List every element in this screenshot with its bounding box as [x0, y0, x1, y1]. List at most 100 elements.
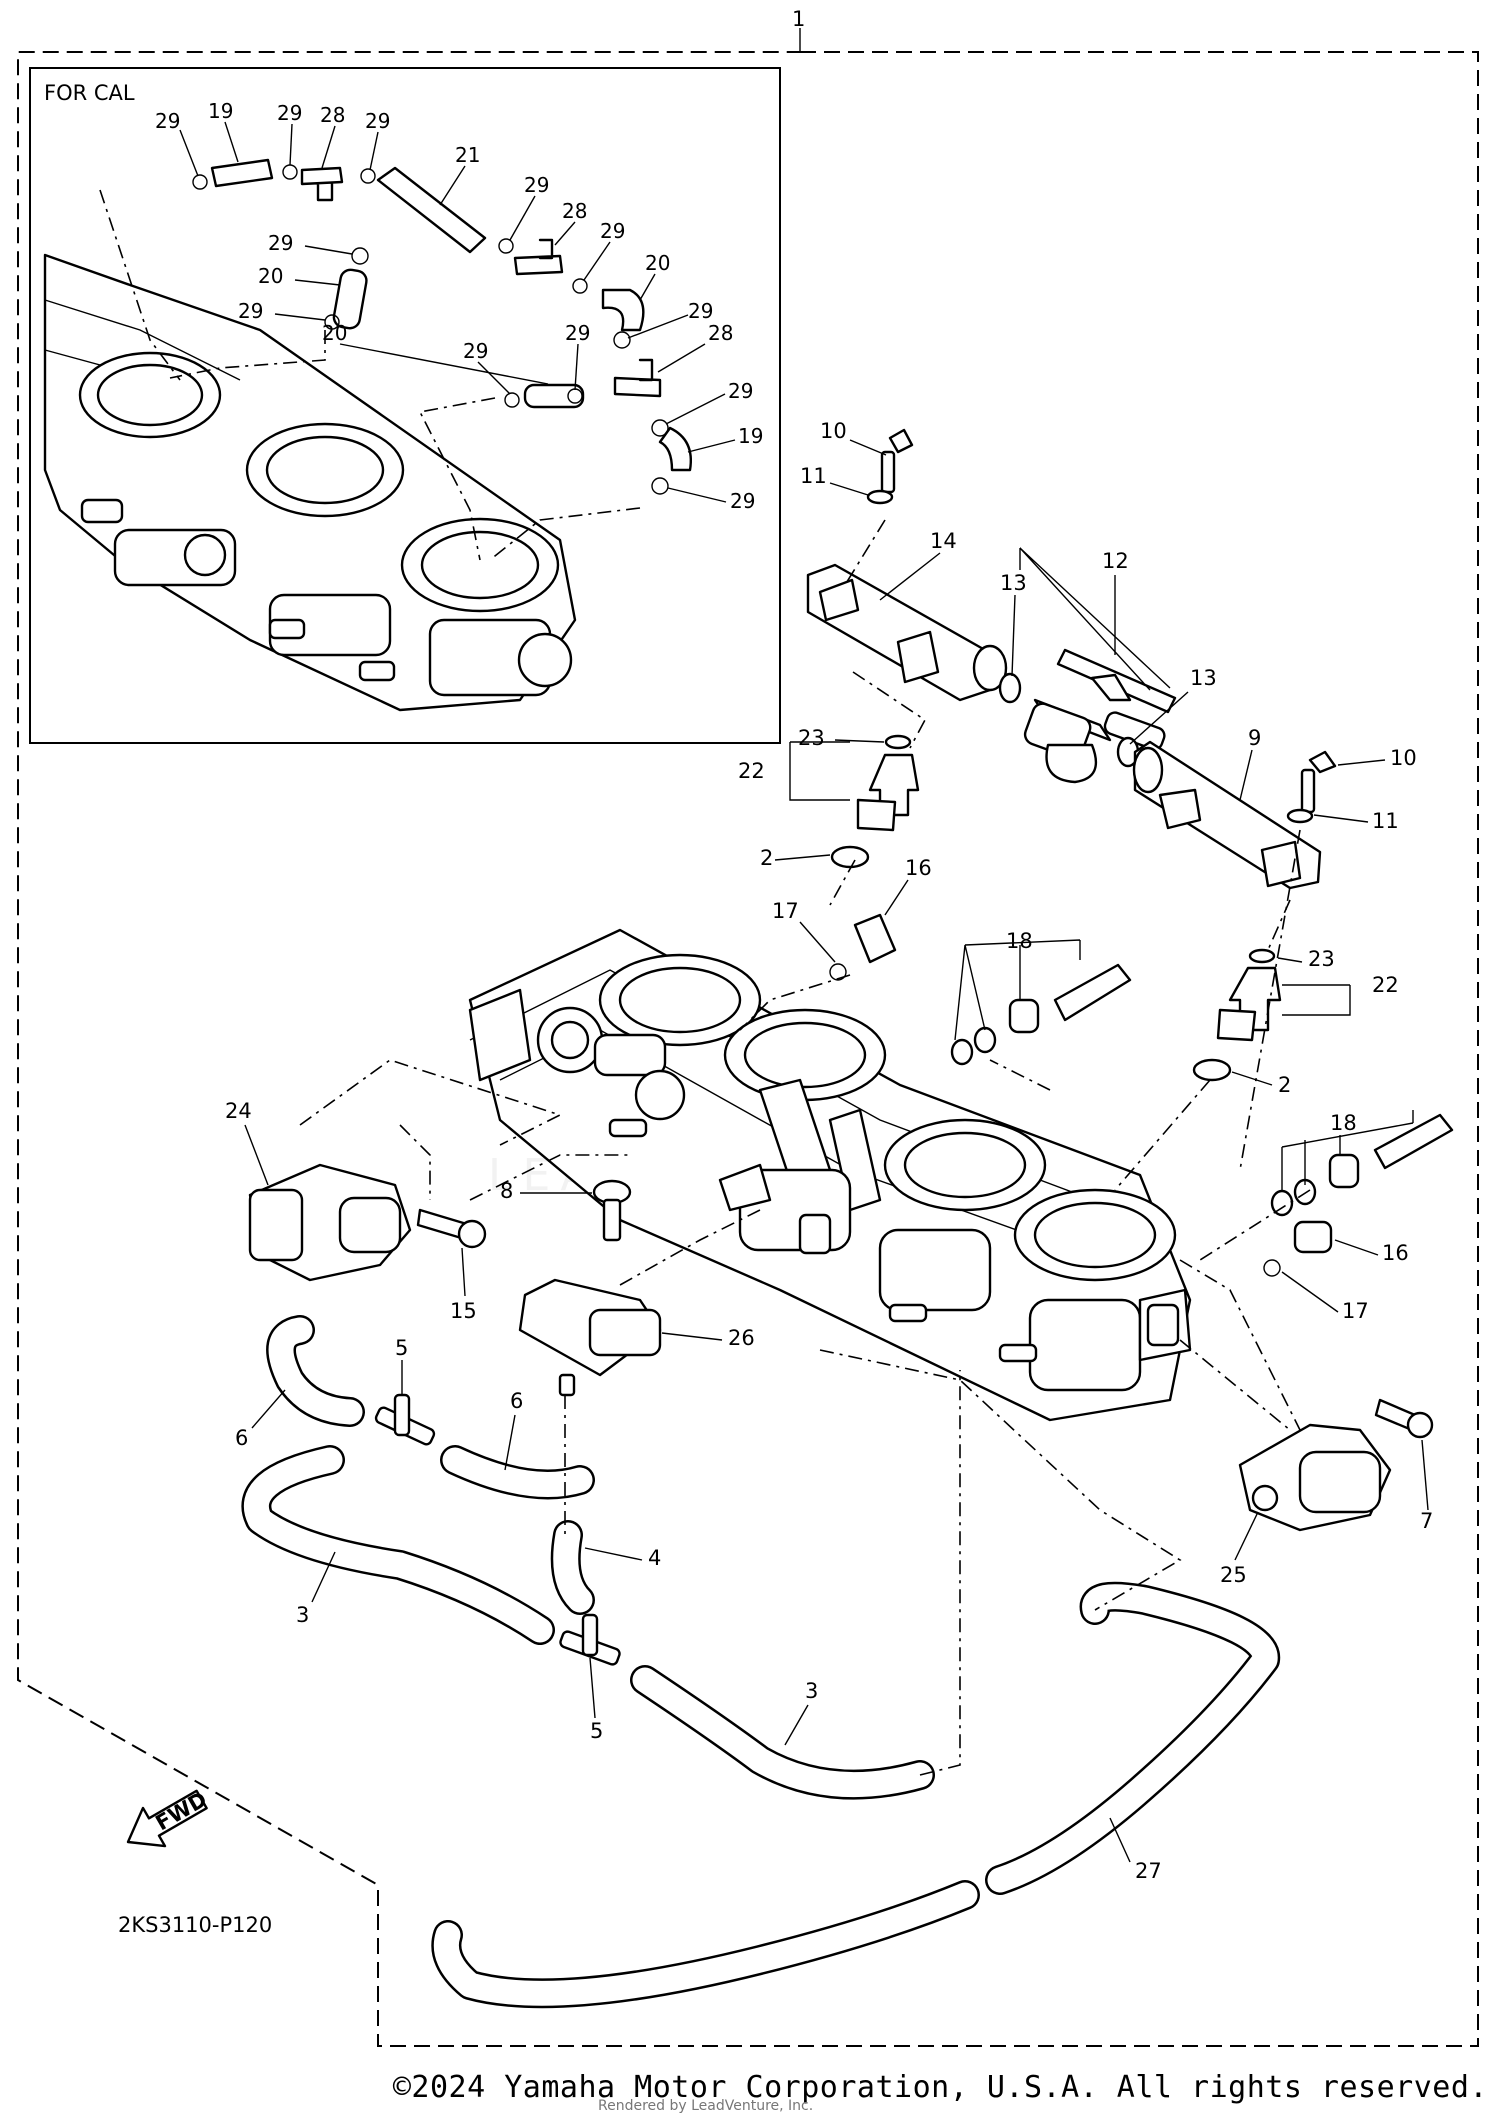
- joint-28-top: [300, 166, 344, 202]
- callout-17: 17: [772, 899, 799, 923]
- callout-29: 29: [277, 101, 302, 125]
- callout-18: 18: [1330, 1111, 1357, 1135]
- callout-13: 13: [1190, 666, 1217, 690]
- hose-21: [376, 166, 487, 254]
- fitting-16-17-18-lower: [1263, 1113, 1454, 1277]
- hose-20-upper: [601, 288, 645, 332]
- callout-13: 13: [1000, 571, 1027, 595]
- callout-20: 20: [322, 321, 347, 345]
- fitting-16-17-18-upper: [829, 913, 1132, 1066]
- callout-28: 28: [562, 199, 587, 223]
- washer-11-left: [866, 489, 894, 505]
- callout-27: 27: [1135, 1859, 1162, 1883]
- callout-20: 20: [645, 251, 670, 275]
- bolt-10-right: [1286, 750, 1337, 824]
- pressure-sensor-26: [518, 1278, 662, 1397]
- callout-21: 21: [455, 143, 480, 167]
- callout-9: 9: [1248, 726, 1261, 750]
- main-throttle-body: [468, 928, 1192, 1422]
- callout-20: 20: [258, 264, 283, 288]
- callout-29: 29: [600, 219, 625, 243]
- callout-29: 29: [155, 109, 180, 133]
- callout-28: 28: [708, 321, 733, 345]
- seal-2-right: [1192, 1058, 1232, 1082]
- callout-8: 8: [500, 1179, 513, 1203]
- callout-29: 29: [730, 489, 755, 513]
- hose-19-top: [210, 158, 274, 188]
- injector-22-left: [830, 734, 920, 869]
- screw-8: [592, 1179, 632, 1242]
- tps-sensor-25: [1238, 1423, 1392, 1532]
- callout-25: 25: [1220, 1563, 1247, 1587]
- callout-7: 7: [1420, 1509, 1433, 1533]
- callout-14: 14: [930, 529, 957, 553]
- callout-29: 29: [524, 173, 549, 197]
- callout-29: 29: [268, 231, 293, 255]
- joint-28-right: [613, 358, 662, 398]
- cal-inset-title: FOR CAL: [44, 81, 135, 105]
- callout-11: 11: [1372, 809, 1399, 833]
- delivery-pipe-14: [806, 563, 1008, 702]
- clip-17-lower: [1263, 1259, 1281, 1277]
- callout-2: 2: [760, 846, 773, 870]
- screw-15: [416, 1208, 487, 1249]
- callout-10: 10: [820, 419, 847, 443]
- hose-6-left: [266, 1315, 365, 1427]
- seal-2-left: [830, 845, 870, 869]
- render-note: Rendered by LeadVenture, Inc.: [598, 2098, 814, 2114]
- fwd-arrow-icon: FWD: [126, 1787, 211, 1848]
- callout-16: 16: [1382, 1241, 1409, 1265]
- bolt-10-left: [866, 428, 914, 505]
- routing-lines: [299, 519, 1311, 1776]
- hose-6-right: [440, 1445, 595, 1500]
- callout-29: 29: [728, 379, 753, 403]
- callout-29: 29: [365, 109, 390, 133]
- hose-20-mid: [523, 383, 585, 409]
- brackets: [789, 547, 1414, 1192]
- callout-23: 23: [1308, 947, 1335, 971]
- cap-16-lower: [1293, 1220, 1333, 1254]
- copyright-notice: ©2024 Yamaha Motor Corporation, U.S.A. A…: [392, 2070, 1488, 2105]
- cap-16-upper: [853, 913, 897, 964]
- hose-4: [550, 1520, 595, 1615]
- clip-17-upper: [829, 963, 847, 981]
- callout-18: 18: [1006, 929, 1033, 953]
- callout-15: 15: [450, 1299, 477, 1323]
- callout-26: 26: [728, 1326, 755, 1350]
- joint-28-mid: [513, 238, 564, 276]
- hose-3-lower: [630, 1665, 935, 1800]
- callout-12: 12: [1102, 549, 1129, 573]
- washer-11-right: [1286, 808, 1314, 824]
- callout-29: 29: [565, 321, 590, 345]
- joint-12: [998, 648, 1177, 784]
- inset-vacuum-lines: [99, 158, 692, 561]
- cal-inset: FOR CAL: [29, 67, 781, 744]
- oring-23-left: [884, 734, 912, 750]
- callout-24: 24: [225, 1099, 252, 1123]
- callout-28: 28: [320, 103, 345, 127]
- callout-22: 22: [1372, 973, 1399, 997]
- hose-3-upper: [241, 1445, 555, 1645]
- tps-sensor-24: [248, 1163, 412, 1282]
- injector-22-right: [1192, 948, 1282, 1082]
- callout-6: 6: [235, 1426, 248, 1450]
- callout-16: 16: [905, 856, 932, 880]
- callout-3: 3: [805, 1679, 818, 1703]
- oring-23-right: [1248, 948, 1276, 964]
- callout-17: 17: [1342, 1299, 1369, 1323]
- callout-6: 6: [510, 1389, 523, 1413]
- oring-13-left: [998, 672, 1022, 704]
- assembly-frame: [17, 51, 1479, 2047]
- callout-19: 19: [208, 99, 233, 123]
- callout-11: 11: [800, 464, 827, 488]
- callout-3: 3: [296, 1603, 309, 1627]
- callout-29: 29: [688, 299, 713, 323]
- assembly-number: 1: [792, 7, 805, 31]
- delivery-pipe-9: [1132, 740, 1322, 890]
- hose-20-left: [332, 268, 368, 330]
- callout-29: 29: [463, 339, 488, 363]
- fwd-label: FWD: [151, 1787, 211, 1835]
- callout-19: 19: [738, 424, 763, 448]
- screw-7: [1374, 1398, 1434, 1439]
